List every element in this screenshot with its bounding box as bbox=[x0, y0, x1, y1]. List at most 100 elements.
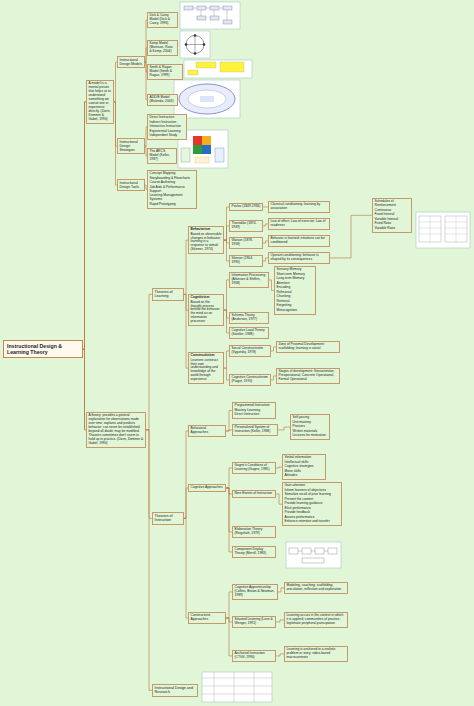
topic-text: Learning occurs in the context in which … bbox=[287, 614, 346, 626]
branch-line bbox=[276, 654, 284, 656]
topic-text: Direct Instruction bbox=[150, 116, 185, 120]
topic-box: Instructional Design Tools bbox=[117, 179, 145, 191]
topic-box: Instructional Design Models bbox=[117, 56, 145, 68]
topic-box: Elaboration Theory (Reigeluth, 1979) bbox=[232, 526, 276, 538]
topic-box: A theory: provides a general explanation… bbox=[86, 412, 146, 448]
topic-text: Cognitive Approaches bbox=[191, 486, 224, 490]
topic-detail: Short-term Memory bbox=[277, 273, 314, 277]
topic-box: Behavior is learned; emotions can be con… bbox=[268, 235, 330, 247]
topic-detail: Attitudes bbox=[285, 474, 324, 478]
topic-box: Smith & Ragan Model (Smith & Ragan, 1999… bbox=[147, 64, 183, 80]
topic-text: Stages of development: Sensorimotor, Pre… bbox=[279, 370, 338, 382]
branch-line bbox=[184, 488, 188, 518]
topic-detail: Written materials bbox=[293, 430, 328, 434]
topic-box: Theories of Instruction bbox=[152, 512, 184, 525]
topic-box: Cognitive Load Theory (Sweller, 1988) bbox=[229, 327, 269, 339]
topic-text: Classical conditioning: learning by asso… bbox=[271, 203, 328, 211]
topic-detail: Mastery Learning bbox=[235, 409, 274, 413]
branch-line bbox=[330, 215, 372, 258]
topic-detail: Assess performance bbox=[285, 516, 340, 520]
topic-box: Concept MappingStoryboarding & Flowchart… bbox=[147, 170, 197, 209]
topic-text: Smith & Ragan Model (Smith & Ragan, 1999… bbox=[150, 66, 181, 78]
topic-box: Self-pacingUnit masteryProctorsWritten m… bbox=[290, 414, 330, 440]
topic-detail: Rehearsal bbox=[277, 291, 314, 295]
topic-detail: Learning Management Systems bbox=[150, 194, 195, 202]
model-diagram-c bbox=[184, 60, 252, 78]
topic-detail: Provide feedback bbox=[285, 511, 340, 515]
topic-detail: Fixed Ratio bbox=[375, 222, 410, 226]
topic-detail: Variable Interval bbox=[375, 218, 410, 222]
branch-line bbox=[276, 620, 284, 622]
topic-text: Verbal information bbox=[285, 456, 324, 460]
topic-text: Cognitive Constructivism (Piaget, 1970) bbox=[232, 376, 269, 384]
topic-box: Zone of Proximal Development; scaffoldin… bbox=[276, 341, 340, 353]
topic-box: Learning occurs in the context in which … bbox=[284, 612, 348, 628]
topic-text: Cognitivism bbox=[191, 296, 222, 300]
topic-detail: Course Authoring bbox=[150, 181, 195, 185]
topic-detail: Retrieval bbox=[277, 300, 314, 304]
topic-text: Law of effect; Law of exercise; Law of r… bbox=[271, 220, 328, 228]
topic-text: Watson (1878-1958) bbox=[232, 239, 261, 247]
topic-text: Dick & Carey Model (Dick & Carey, 1996) bbox=[150, 14, 176, 26]
topic-box: Direct InstructionIndirect InstructionIn… bbox=[147, 114, 187, 140]
topic-box: The ARCS Model (Keller, 1987) bbox=[147, 148, 177, 164]
topic-text: Cognitive Apprenticeship (Collins, Brown… bbox=[235, 586, 276, 598]
topic-box: Watson (1878-1958) bbox=[229, 237, 263, 249]
topic-box: Instructional Design Strategies bbox=[117, 138, 145, 154]
topic-text: Theories of Learning bbox=[155, 290, 182, 299]
topic-detail: Motor skills bbox=[285, 470, 324, 474]
topic-text: Modeling, coaching, scaffolding, articul… bbox=[287, 584, 346, 592]
topic-detail: Attention bbox=[277, 282, 314, 286]
topic-detail: Inform learners of objectives bbox=[285, 489, 340, 493]
topic-detail: Forgetting bbox=[277, 304, 314, 308]
model-diagram-b bbox=[180, 31, 210, 58]
topic-text: The ARCS Model (Keller, 1987) bbox=[150, 150, 175, 162]
topic-detail: Intellectual skills bbox=[285, 461, 324, 465]
branch-line bbox=[184, 431, 188, 518]
topic-detail: Based on observable changes in behavior;… bbox=[191, 233, 222, 253]
topic-text: Schedules of Reinforcement bbox=[375, 200, 410, 208]
process-flow-image bbox=[286, 542, 341, 568]
topic-detail: Based on the thought process behind the … bbox=[191, 301, 222, 325]
topic-text: Anchored Instruction (CTGV, 1990) bbox=[235, 652, 274, 660]
topic-box: Stages of development: Sensorimotor, Pre… bbox=[276, 368, 340, 384]
topic-box: Schedules of ReinforcementContinuousFixe… bbox=[372, 198, 412, 233]
topic-box: Cognitive Constructivism (Piaget, 1970) bbox=[229, 374, 271, 386]
topic-text: Personalized System of Instruction (Kell… bbox=[235, 426, 276, 434]
topic-detail: Independent Study bbox=[150, 134, 185, 138]
topic-detail: Continuous bbox=[375, 209, 410, 213]
topic-text: Constructivist Approaches bbox=[191, 614, 224, 622]
topic-text: ADDIE Model (Molenda, 2003) bbox=[150, 96, 176, 104]
topic-detail: Long-term Memory bbox=[277, 277, 314, 281]
topic-text: Behavior is learned; emotions can be con… bbox=[271, 237, 328, 245]
topic-box: Verbal informationIntellectual skillsCog… bbox=[282, 454, 326, 480]
topic-text: Concept Mapping bbox=[150, 172, 195, 176]
topic-box: Learning is anchored in a realistic prob… bbox=[284, 646, 348, 662]
topic-text: Instructional Design & Learning Theory bbox=[7, 343, 79, 355]
branch-line bbox=[278, 427, 290, 430]
branch-line bbox=[83, 102, 86, 349]
topic-box: Theories of Learning bbox=[152, 288, 184, 301]
branch-line bbox=[146, 294, 152, 430]
topic-box: Modeling, coaching, scaffolding, articul… bbox=[284, 582, 348, 594]
topic-text: A model is a mental picture that helps u… bbox=[89, 82, 112, 122]
model-diagram-d bbox=[174, 80, 240, 118]
topic-detail: Rapid Prototyping bbox=[150, 203, 195, 207]
topic-text: Theories of Instruction bbox=[155, 514, 182, 523]
topic-detail: Unit mastery bbox=[293, 421, 328, 425]
topic-detail: Proctors bbox=[293, 425, 328, 429]
branch-line bbox=[184, 518, 188, 618]
topic-text: Thorndike (1874-1949) bbox=[232, 222, 261, 230]
topic-box: Skinner (1904-1990) bbox=[229, 255, 263, 267]
topic-box: Social Constructivism (Vygotsky, 1978) bbox=[229, 345, 271, 357]
topic-detail: Storyboarding & Flowcharts bbox=[150, 177, 195, 181]
topic-detail: Interactive Instruction bbox=[150, 125, 185, 129]
topic-box: Thorndike (1874-1949) bbox=[229, 220, 263, 232]
topic-text: Situated Learning (Lave & Wenger, 1991) bbox=[235, 618, 274, 626]
topic-text: Behaviorism bbox=[191, 228, 222, 232]
topic-text: Elaboration Theory (Reigeluth, 1979) bbox=[235, 528, 274, 536]
topic-box: Cognitive Approaches bbox=[188, 484, 226, 492]
topic-text: Social Constructivism (Vygotsky, 1978) bbox=[232, 347, 269, 355]
topic-detail: Experiential Learning bbox=[150, 130, 185, 134]
